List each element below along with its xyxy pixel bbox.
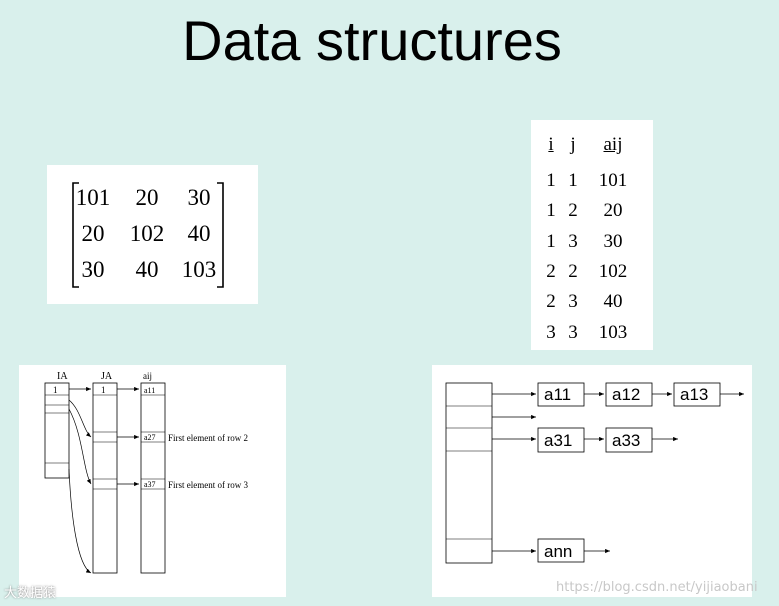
matrix-cell: 101	[75, 185, 111, 210]
triplet-header-cell: j	[570, 134, 576, 155]
node-a33-label: a33	[612, 431, 640, 450]
matrix-cell: 40	[135, 257, 159, 282]
triplet-cell: 2	[568, 200, 578, 222]
a-label: aij	[143, 371, 152, 381]
ja-label: JA	[101, 371, 113, 382]
triplet-cell: 1	[546, 230, 556, 252]
triplet-cell: 1	[546, 170, 556, 191]
triplet-cell: 2	[546, 291, 556, 313]
ia-to-ja-arrow-2	[68, 399, 92, 438]
triplet-cell: 102	[598, 260, 628, 282]
crs-diagram: IA JA aij 1 1 a11 a27 a37 First element …	[44, 371, 248, 574]
page-title: Data structures	[182, 9, 562, 72]
triplet-cell: 3	[568, 291, 578, 313]
matrix-cell: 20	[135, 185, 159, 210]
triplet-cell: 101	[598, 170, 628, 191]
a-row2-value: a27	[144, 433, 156, 442]
node-a33	[605, 427, 653, 453]
node-a31-label: a31	[544, 431, 572, 450]
node-a12-label: a12	[612, 385, 640, 404]
node-a13-label: a13	[680, 385, 708, 404]
matrix-cell: 103	[181, 257, 217, 282]
triplet-cell: 20	[603, 200, 623, 222]
crs-diagram-panel: IA JA aij 1 1 a11 a27 a37 First element …	[19, 365, 286, 597]
triplet-cell: 3	[546, 321, 556, 343]
triplet-cell: 103	[598, 321, 628, 343]
ia-array	[44, 382, 70, 479]
matrix-cell: 20	[81, 221, 105, 246]
triplet-cell: 1	[546, 200, 556, 222]
triplet-cell: 3	[568, 321, 578, 343]
ja-array	[92, 382, 118, 574]
node-a11	[537, 382, 585, 407]
node-ann-label: ann	[544, 542, 572, 561]
ia-label: IA	[57, 371, 68, 382]
triplet-cell: 2	[568, 260, 578, 282]
triplet-header-cell: i	[548, 134, 554, 155]
triplet-cell: 40	[603, 291, 623, 313]
a-first-value: a11	[144, 386, 155, 395]
matrix-cell: 30	[187, 185, 211, 210]
row-header-array	[445, 382, 493, 564]
matrix-cell: 30	[81, 257, 105, 282]
node-a11-label: a11	[544, 385, 571, 404]
matrix-brackets	[72, 182, 224, 288]
ia-to-ja-arrow-4	[68, 468, 92, 574]
node-ann	[537, 538, 585, 563]
a-array	[140, 382, 166, 574]
triplet-header-cell: aij	[603, 134, 623, 155]
linked-list-diagram-panel: a11 a12 a13 a31 a33 ann	[432, 365, 752, 597]
row3-note: First element of row 3	[168, 480, 248, 490]
watermark-left: 大数据猿	[4, 586, 57, 601]
row2-note: First element of row 2	[168, 433, 248, 443]
triplet-cell: 3	[568, 230, 578, 252]
node-a12	[605, 382, 653, 407]
triplet-cell: 2	[546, 260, 556, 282]
a-row3-value: a37	[144, 480, 156, 489]
ia-to-ja-arrow-3	[68, 408, 92, 485]
linked-list-diagram: a11 a12 a13 a31 a33 ann	[445, 382, 744, 564]
ja-first-value: 1	[101, 385, 106, 395]
ia-first-value: 1	[53, 385, 58, 395]
node-a13	[673, 382, 721, 407]
node-a31	[537, 427, 585, 453]
matrix-cell: 102	[129, 221, 165, 246]
triplet-cell: 30	[603, 230, 623, 252]
matrix-cell: 40	[187, 221, 211, 246]
matrix-panel: 101 20 30 20 102 40 30 40 103	[47, 165, 258, 304]
triplet-cell: 1	[568, 170, 578, 191]
watermark-right: https://blog.csdn.net/yijiaobani	[556, 580, 758, 595]
